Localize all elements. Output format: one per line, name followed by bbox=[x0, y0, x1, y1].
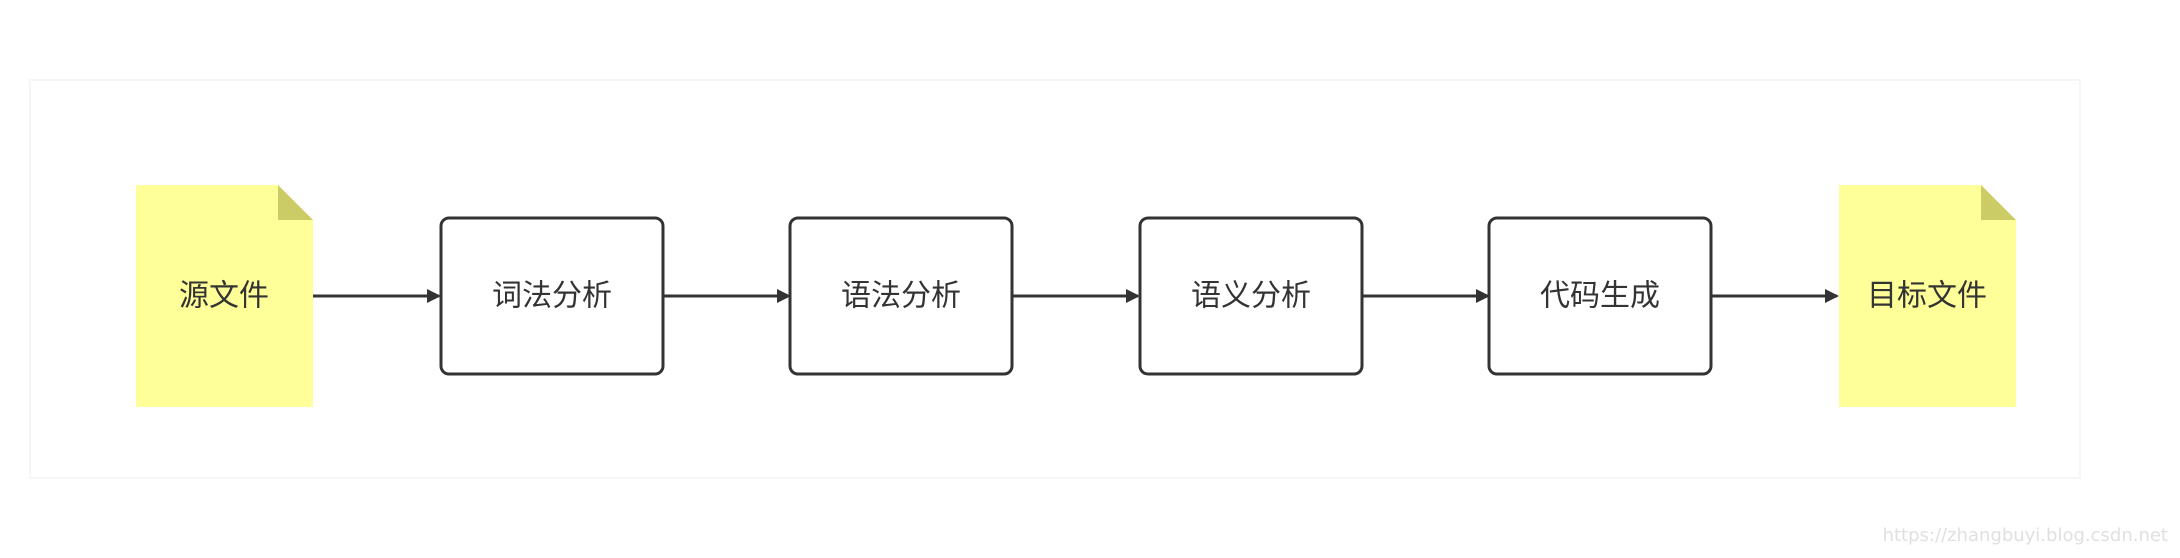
node-lexical-analysis: 词法分析 bbox=[439, 216, 665, 376]
node-syntax-analysis: 语法分析 bbox=[788, 216, 1014, 376]
node-label: 语法分析 bbox=[841, 279, 961, 314]
process-box bbox=[439, 216, 665, 376]
note-shape bbox=[136, 185, 313, 407]
note-shape bbox=[1839, 185, 2016, 407]
note-fold bbox=[1981, 185, 2016, 220]
node-source-file: 源文件 bbox=[136, 185, 313, 407]
note-fold bbox=[278, 185, 313, 220]
process-box bbox=[1487, 216, 1713, 376]
process-box bbox=[1138, 216, 1364, 376]
process-box bbox=[788, 216, 1014, 376]
canvas-frame bbox=[29, 79, 2081, 479]
node-target-file: 目标文件 bbox=[1839, 185, 2016, 407]
node-label: 目标文件 bbox=[1867, 279, 1987, 314]
node-semantic-analysis: 语义分析 bbox=[1138, 216, 1364, 376]
node-code-generation: 代码生成 bbox=[1487, 216, 1713, 376]
node-label: 源文件 bbox=[179, 279, 269, 314]
watermark: https://zhangbuyi.blog.csdn.net bbox=[1882, 525, 2168, 546]
node-label: 代码生成 bbox=[1540, 279, 1660, 314]
node-label: 语义分析 bbox=[1191, 279, 1311, 314]
node-label: 词法分析 bbox=[492, 279, 612, 314]
